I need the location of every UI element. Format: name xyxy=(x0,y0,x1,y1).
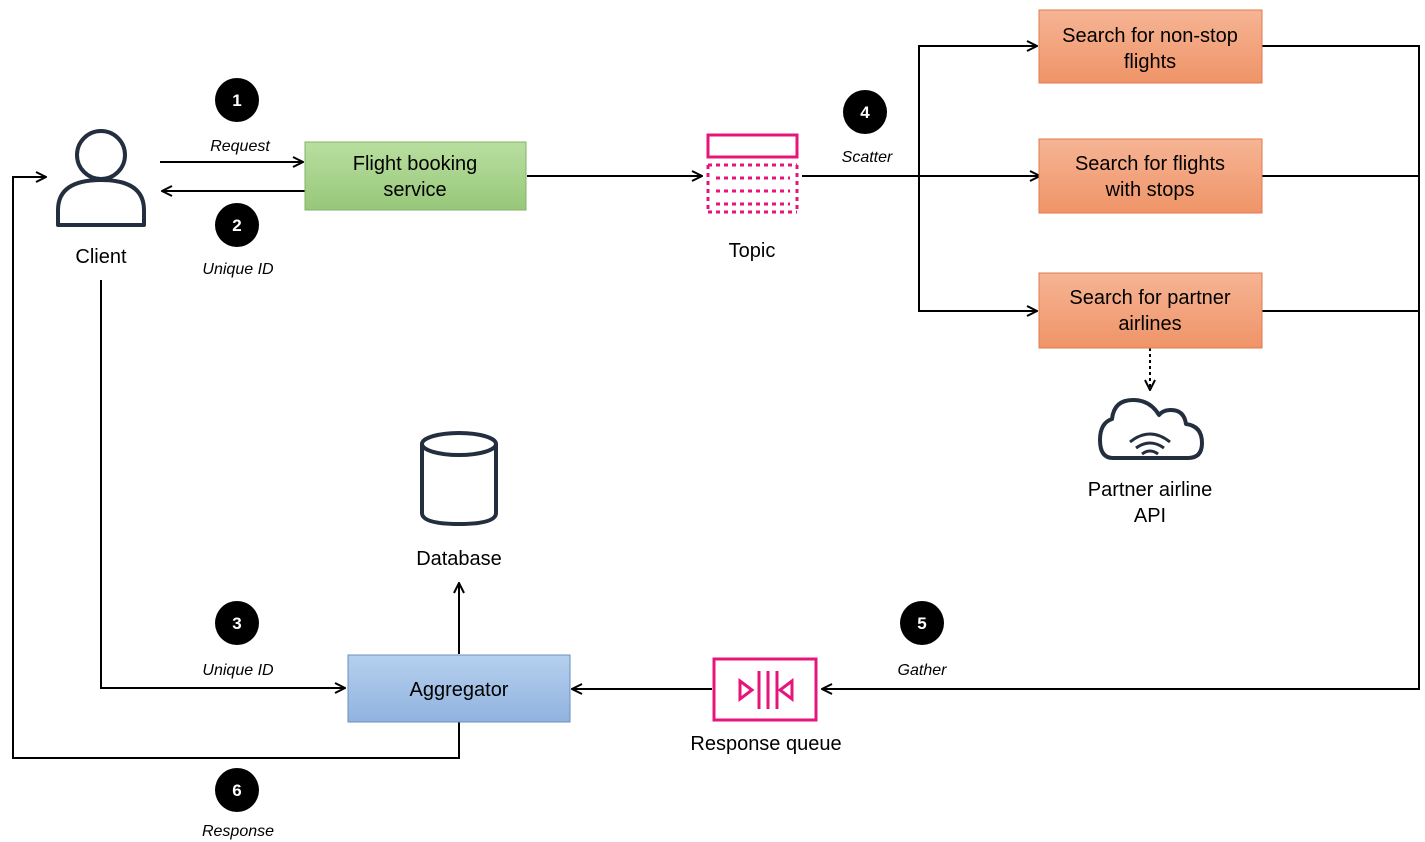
edge-label-response: Response xyxy=(202,823,274,840)
user-icon xyxy=(56,129,146,227)
partner-api-label-1: Partner airline xyxy=(1088,479,1213,501)
search-nonstop-box[interactable] xyxy=(1038,9,1263,84)
step-number-2: 2 xyxy=(232,216,241,235)
client-label: Client xyxy=(75,246,127,268)
partner-api-label-2: API xyxy=(1134,505,1166,527)
edge-gather-bus xyxy=(822,45,1420,689)
cloud-icon xyxy=(1098,398,1204,460)
edge-label-scatter: Scatter xyxy=(842,149,893,166)
edge-scatter-nonstop xyxy=(918,46,1037,176)
step-number-1: 1 xyxy=(232,91,241,110)
search-stops-label-1: Search for flights xyxy=(1075,153,1225,175)
search-partner-label-1: Search for partner xyxy=(1069,287,1231,309)
step-marker-1: 1 xyxy=(215,78,259,122)
search-stops-label-2: with stops xyxy=(1105,179,1195,201)
edge-label-unique-id-top: Unique ID xyxy=(202,261,274,278)
aggregator-box[interactable] xyxy=(347,654,571,723)
step-marker-2: 2 xyxy=(215,203,259,247)
step-marker-5: 5 xyxy=(900,601,944,645)
edge-label-request: Request xyxy=(210,138,270,155)
edge-label-unique-id-bottom: Unique ID xyxy=(202,662,274,679)
flight-booking-service-box[interactable] xyxy=(304,141,527,211)
database-label: Database xyxy=(416,548,502,570)
step-marker-6: 6 xyxy=(215,768,259,812)
step-marker-3: 3 xyxy=(215,601,259,645)
edge-client-to-aggregator xyxy=(100,280,345,688)
queue-icon xyxy=(712,657,818,722)
search-nonstop-label-2: flights xyxy=(1124,51,1176,73)
search-partner-box[interactable] xyxy=(1038,272,1263,349)
search-partner-label-2: airlines xyxy=(1118,313,1181,335)
search-stops-box[interactable] xyxy=(1038,138,1263,214)
aggregator-label: Aggregator xyxy=(410,679,509,701)
response-queue-label: Response queue xyxy=(690,733,841,755)
edge-label-gather: Gather xyxy=(898,662,948,679)
step-number-5: 5 xyxy=(917,614,926,633)
edge-scatter-partner xyxy=(918,176,1037,311)
topic-label: Topic xyxy=(729,240,776,262)
edge-response-to-client xyxy=(12,177,460,759)
step-number-4: 4 xyxy=(860,103,870,122)
step-number-3: 3 xyxy=(232,614,241,633)
search-nonstop-label-1: Search for non-stop xyxy=(1062,25,1238,47)
database-icon xyxy=(420,431,498,527)
flight-booking-service-label-2: service xyxy=(383,179,446,201)
flight-booking-service-label-1: Flight booking xyxy=(353,153,478,175)
step-number-6: 6 xyxy=(232,781,241,800)
step-marker-4: 4 xyxy=(843,90,887,134)
topic-icon xyxy=(706,133,799,214)
